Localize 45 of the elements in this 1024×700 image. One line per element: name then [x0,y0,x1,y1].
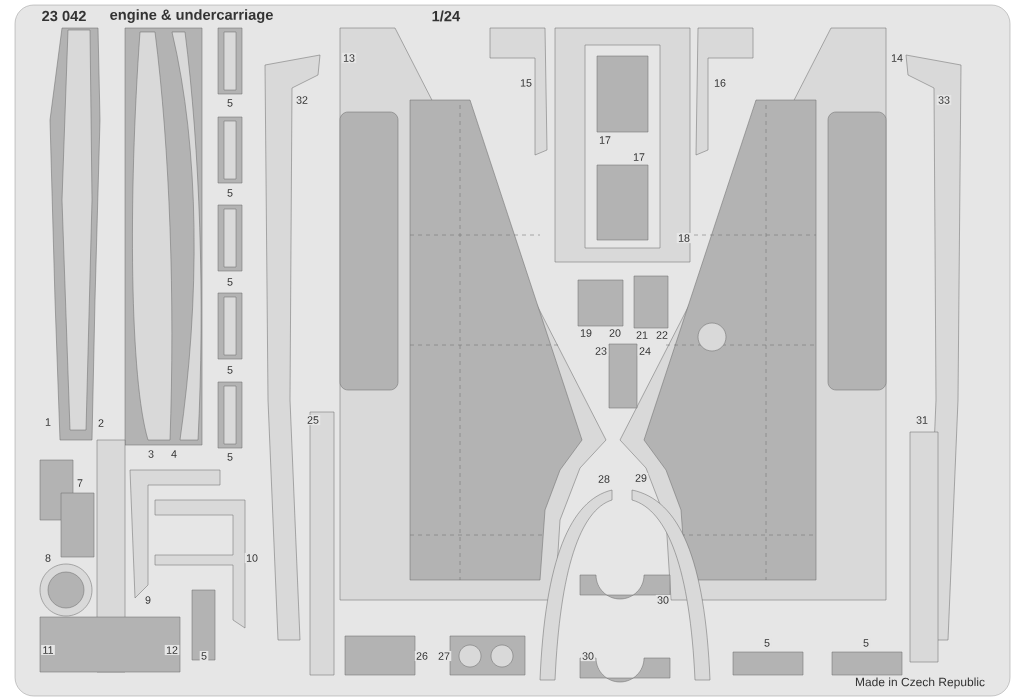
callout-number: 5 [225,187,235,199]
callout-number: 5 [762,637,772,649]
callout-number: 10 [244,552,260,564]
callout-number: 5 [225,97,235,109]
callout-number: 32 [294,94,310,106]
callout-number: 28 [596,473,612,485]
callout-number: 30 [655,594,671,606]
callout-number: 29 [633,472,649,484]
callout-number: 17 [597,135,613,145]
title: engine & undercarriage [110,9,273,23]
callout-number: 5 [225,364,235,376]
callout-number: 31 [914,414,930,426]
callout-number: 30 [580,650,596,662]
callout-number: 18 [676,232,692,244]
callout-number: 1 [43,417,53,427]
callout-number: 9 [143,594,153,606]
callout-number: 3 [146,448,156,460]
callout-number: 16 [712,77,728,89]
callout-number: 19 [578,327,594,339]
callout-number: 23 [593,345,609,357]
callout-number: 25 [305,414,321,426]
scale-text: 1/24 [430,9,462,23]
callout-number: 21 [634,329,650,341]
callout-number: 22 [654,329,670,341]
callout-number: 4 [169,449,179,459]
callout-number: 33 [936,94,952,106]
callout-number: 5 [199,650,209,662]
callout-number: 26 [414,650,430,662]
callout-number: 13 [341,52,357,64]
set-number: 23 042 [40,9,88,23]
callout-number: 11 [41,645,55,655]
callout-number: 5 [861,637,871,649]
callout-number: 8 [43,552,53,564]
callout-number: 7 [75,478,85,488]
origin-note: Made in Czech Republic [853,676,987,690]
callout-number: 5 [225,451,235,463]
callout-number: 24 [637,345,653,357]
callout-number: 12 [164,644,180,656]
callout-number: 14 [889,53,905,63]
callout-number: 27 [436,650,452,662]
callout-number: 2 [96,417,106,429]
callout-number: 17 [631,152,647,162]
callout-number: 20 [607,327,623,339]
callout-number: 5 [225,276,235,288]
callout-number: 15 [518,77,534,89]
